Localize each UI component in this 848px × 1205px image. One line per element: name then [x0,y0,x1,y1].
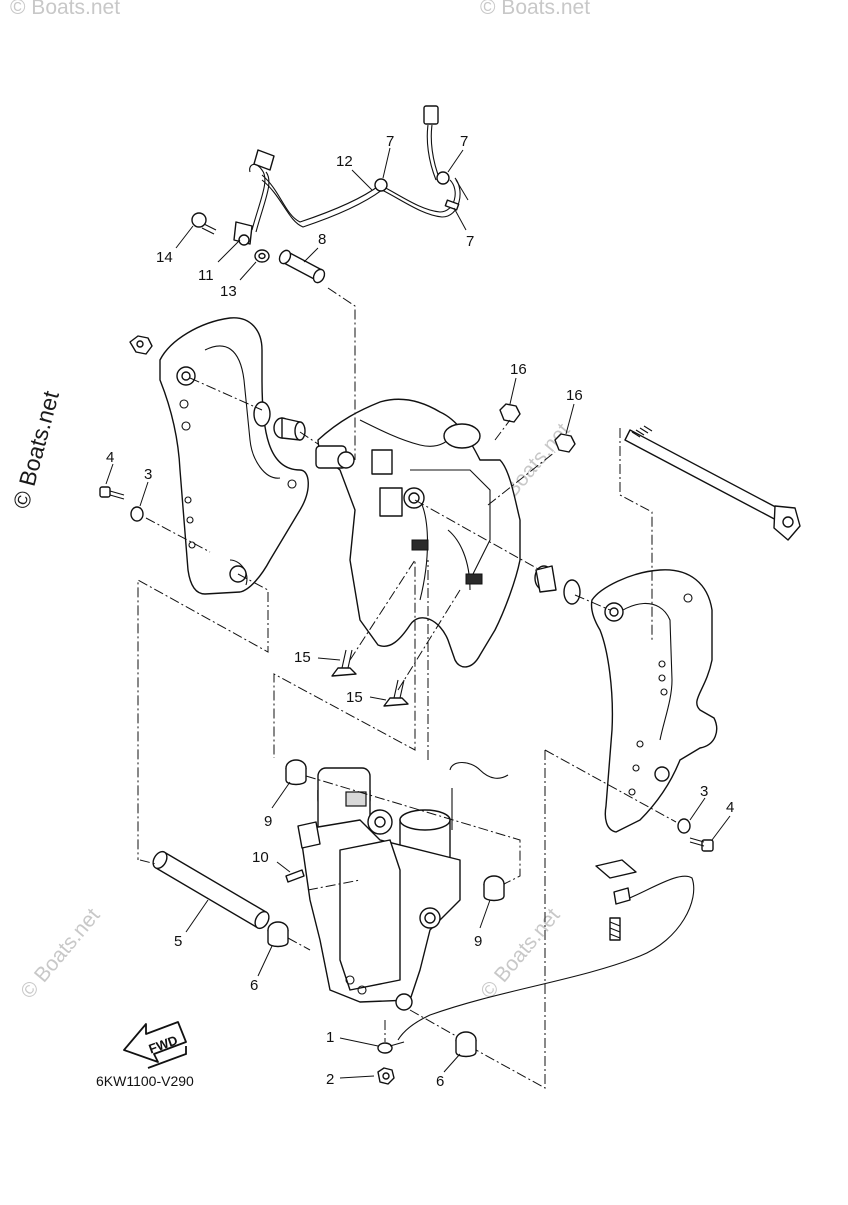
fwd-arrow-icon: FWD [123,1021,187,1069]
watermark-bottom-left: © Boats.net [16,904,104,1003]
right-clamp-bracket [590,569,718,833]
left-washer [253,401,271,427]
callout-1: 1 [326,1029,334,1046]
callout-15-lower: 15 [346,689,363,706]
shaft-5 [152,850,270,930]
watermark-top-left: © Boats.net [10,0,120,19]
bushing-9-lower [483,875,505,902]
harness-clamp-a [374,178,388,192]
ground-lead [397,859,695,1041]
harness-terminal [253,149,275,171]
left-bushing [273,417,306,441]
callout-9-lower: 9 [474,933,482,950]
pin-8 [278,249,326,284]
right-bushing [534,565,557,593]
harness-connector [423,105,439,125]
pin-10 [285,869,305,883]
nut-left [129,335,153,355]
watermark-bottom-center: © Boats.net [476,904,564,1003]
swivel-bracket [315,398,521,668]
bolt-15-b [383,679,409,707]
callout-5: 5 [174,933,182,950]
callout-7-upper-mid: 7 [386,133,394,150]
callout-6-right: 6 [436,1073,444,1090]
callout-leaders [105,147,731,1079]
callout-15-upper: 15 [294,649,311,666]
callout-7-lower-right: 7 [466,233,474,250]
callout-4-left: 4 [106,449,114,466]
bolt-15-a [331,649,357,677]
callout-13: 13 [220,283,237,300]
nut-2 [377,1067,395,1085]
bushing-6-right [455,1031,477,1058]
bolt-14 [191,212,217,235]
callout-14: 14 [156,249,173,266]
watermark-main: © Boats.net [8,388,64,512]
washer-3-left [130,506,144,522]
bushing-6-left [267,921,289,948]
left-clamp-bracket [159,317,309,595]
callout-16-right: 16 [566,387,583,404]
drawing-code: 6KW1100-V290 [96,1073,194,1089]
power-trim-tilt-unit [297,761,509,1011]
washer-13 [254,249,270,263]
watermark-top-right: © Boats.net [480,0,590,19]
tilt-shaft [624,425,801,541]
callout-16-left: 16 [510,361,527,378]
callout-3-left: 3 [144,466,152,483]
bolt-4-right [689,837,714,852]
callout-10: 10 [252,849,269,866]
callout-11: 11 [198,267,214,284]
harness-clamp-b [436,171,450,185]
callout-6-left: 6 [250,977,258,994]
callout-4-right: 4 [726,799,734,816]
wiring-harness [233,105,461,246]
right-washer [563,579,581,605]
callout-12: 12 [336,153,353,170]
bolt-4-left [99,486,125,500]
callout-8: 8 [318,231,326,248]
washer-3-right [677,818,691,834]
bushing-9-upper [285,759,307,786]
callout-3-right: 3 [700,783,708,800]
callout-labels: 7 7 7 12 8 14 11 13 16 16 4 3 15 15 9 10… [106,133,734,1090]
washer-1 [377,1041,405,1054]
nut-16-b [554,433,576,453]
callout-9-upper: 9 [264,813,272,830]
callout-2: 2 [326,1071,334,1088]
nut-16-a [499,403,521,423]
harness-clamp-c [444,199,460,211]
callout-7-upper-right: 7 [460,133,468,150]
assembly-lines [137,287,677,1089]
